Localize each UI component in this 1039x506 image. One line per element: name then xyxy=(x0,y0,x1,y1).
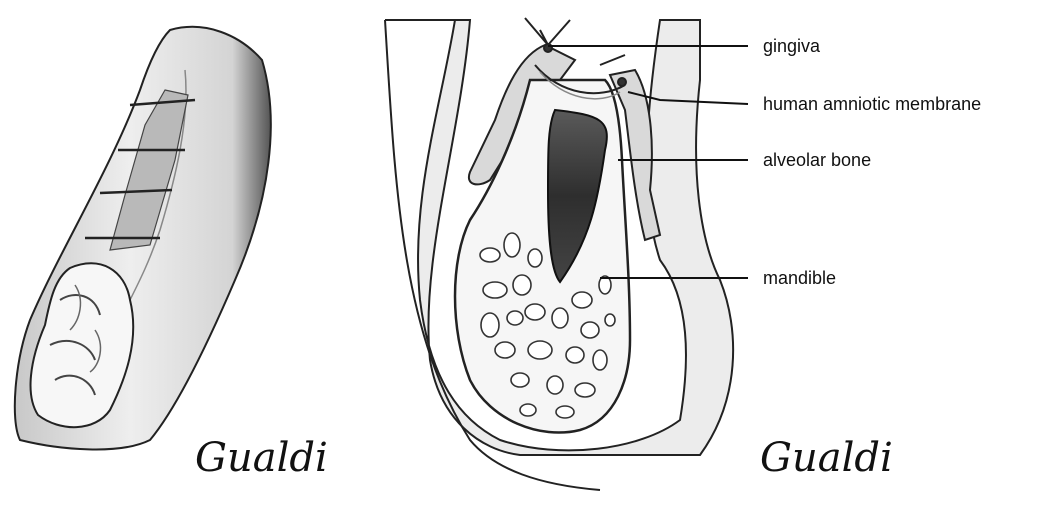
cross-section-view xyxy=(385,18,733,490)
label-human-amniotic-membrane: human amniotic membrane xyxy=(763,95,981,113)
label-gingiva: gingiva xyxy=(763,37,820,55)
label-mandible: mandible xyxy=(763,269,836,287)
artist-signature-right: Gualdi xyxy=(760,438,893,478)
artist-signature-left: Gualdi xyxy=(195,438,328,478)
ridge-occlusal-view xyxy=(15,27,271,450)
label-alveolar-bone: alveolar bone xyxy=(763,151,871,169)
